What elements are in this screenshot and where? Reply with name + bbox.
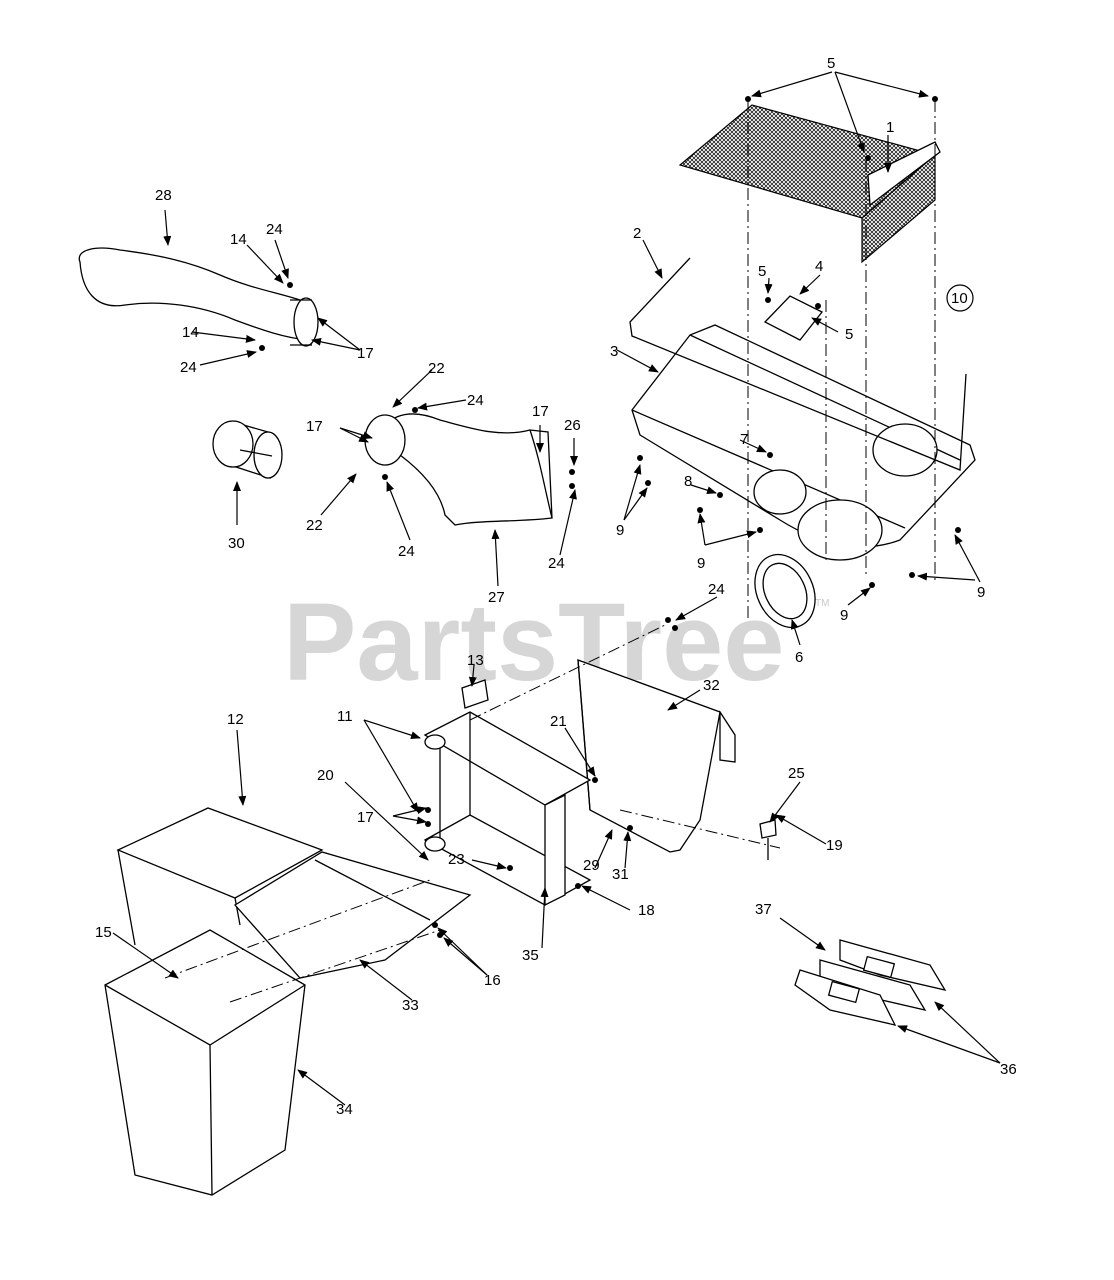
callout-36: 36 — [1000, 1061, 1017, 1078]
callout-34: 34 — [336, 1101, 353, 1118]
part-coupler — [212, 420, 283, 479]
callout-24: 24 — [708, 581, 725, 598]
part-frame — [423, 711, 592, 907]
callout-12: 12 — [227, 711, 244, 728]
callout-9: 9 — [977, 584, 985, 601]
part-grass-bag — [104, 929, 306, 1196]
callout-3: 3 — [610, 343, 618, 360]
part-bag-frame — [116, 807, 324, 946]
callout-20: 20 — [317, 767, 334, 784]
part-handle — [629, 257, 967, 471]
callout-24: 24 — [180, 359, 197, 376]
part-bag-support — [233, 851, 472, 979]
callout-24: 24 — [266, 221, 283, 238]
center-lines — [164, 100, 936, 1003]
callout-6: 6 — [795, 649, 803, 666]
callout-35: 35 — [522, 947, 539, 964]
part-housing — [631, 324, 976, 561]
part-ring — [754, 553, 816, 629]
callout-14: 14 — [230, 231, 247, 248]
callout-19: 19 — [826, 837, 843, 854]
callout-30: 30 — [228, 535, 245, 552]
callout-5: 5 — [845, 326, 853, 343]
callout-5: 5 — [758, 263, 766, 280]
callout-2: 2 — [633, 225, 641, 242]
watermark-trademark: TM — [815, 598, 829, 609]
part-chute-lower — [364, 413, 553, 526]
callout-17: 17 — [532, 403, 549, 420]
callout-33: 33 — [402, 997, 419, 1014]
callout-25: 25 — [788, 765, 805, 782]
callout-32: 32 — [703, 677, 720, 694]
part-shaft — [461, 679, 489, 709]
part-bolt — [759, 819, 777, 860]
part-blades — [794, 939, 947, 1026]
callout-27: 27 — [488, 589, 505, 606]
callout-17: 17 — [306, 418, 323, 435]
callout-21: 21 — [550, 713, 567, 730]
callout-15: 15 — [95, 924, 112, 941]
callout-22: 22 — [306, 517, 323, 534]
part-mount-plate — [577, 659, 736, 853]
callout-23: 23 — [448, 851, 465, 868]
callout-11: 11 — [337, 708, 353, 725]
watermark-logo: PartsTree — [283, 581, 784, 704]
part-chute-upper — [78, 247, 319, 347]
callout-24: 24 — [548, 555, 565, 572]
callout-5: 5 — [827, 55, 835, 72]
callout-13: 13 — [467, 652, 484, 669]
callout-16: 16 — [484, 972, 501, 989]
callout-17: 17 — [357, 809, 374, 826]
part-mesh-cover — [678, 104, 941, 264]
callout-9: 9 — [616, 522, 624, 539]
callout-31: 31 — [612, 866, 629, 883]
callout-14: 14 — [182, 324, 199, 341]
callout-24: 24 — [467, 392, 484, 409]
callout-9: 9 — [840, 607, 848, 624]
callout-24: 24 — [398, 543, 415, 560]
callout-17: 17 — [357, 345, 374, 362]
callout-28: 28 — [155, 187, 172, 204]
callout-29: 29 — [583, 857, 600, 874]
callout-22: 22 — [428, 360, 445, 377]
part-plate — [763, 295, 824, 341]
callout-9: 9 — [697, 555, 705, 572]
callout-8: 8 — [684, 473, 692, 490]
callout-labels: 5 1 2 5 4 5 3 10 7 8 9 9 9 9 6 28 14 24 … — [95, 55, 1017, 1118]
callout-10-circle — [946, 284, 974, 312]
callout-10: 10 — [951, 290, 968, 307]
callout-1: 1 — [886, 119, 894, 136]
callout-26: 26 — [564, 417, 581, 434]
callout-18: 18 — [638, 902, 655, 919]
leader-arrows — [112, 71, 1001, 1106]
callout-7: 7 — [740, 431, 748, 448]
callout-4: 4 — [815, 258, 823, 275]
callout-37: 37 — [755, 901, 772, 918]
